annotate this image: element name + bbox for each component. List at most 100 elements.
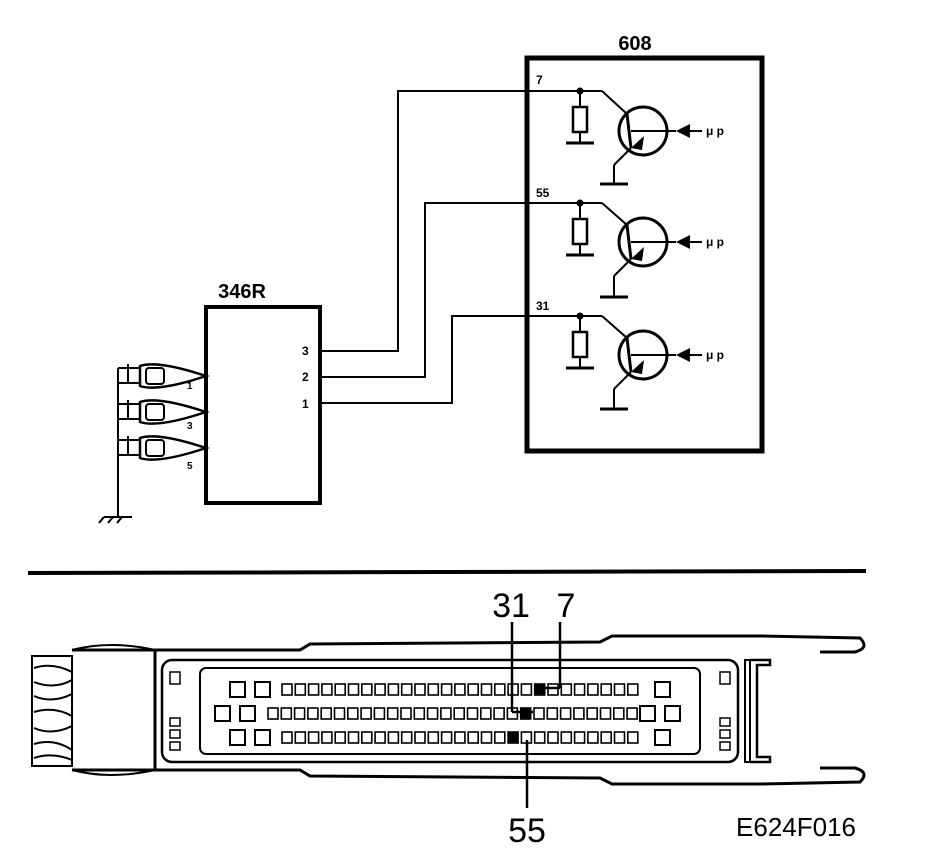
connector-cavity (334, 731, 347, 744)
section-divider (27, 569, 867, 575)
connector-cavity (334, 683, 347, 696)
sensor-pin-label-1: 1 (302, 397, 309, 411)
connector-cavity (360, 707, 372, 720)
connector-cavity (440, 731, 453, 744)
sensor-probes: 1 3 5 (98, 363, 210, 524)
connector-cavity (467, 683, 480, 696)
connector-cavity (479, 707, 492, 720)
connector-cavity (587, 683, 599, 696)
connector-cavity (333, 707, 346, 720)
connector-cavity (373, 707, 386, 720)
connector-cavity (466, 707, 479, 720)
connector-cavity (346, 707, 359, 720)
connector-cavity (386, 707, 399, 720)
connector-cavity (493, 731, 506, 744)
figure-code: E624F016 (736, 812, 856, 842)
connector-cavity (321, 683, 333, 696)
connector-cavity (480, 683, 493, 696)
sensor-box (204, 305, 322, 505)
connector-cavity (599, 707, 612, 720)
wire-pin55 (320, 202, 580, 378)
sensor-box-label: 346R (218, 281, 266, 303)
connector-cavity (467, 731, 480, 744)
connector-cavity (440, 707, 452, 720)
ecu-input-label-7: μ p (706, 124, 724, 138)
connector-cavity (267, 707, 279, 720)
connector-cavity (347, 731, 360, 744)
connector-cavity (360, 731, 373, 744)
connector-cavity (427, 683, 440, 696)
connector-cavity (294, 683, 307, 696)
connector-cavity (493, 707, 505, 720)
connector-cavity (374, 731, 386, 744)
ecu-box (524, 55, 765, 454)
connector-cavity (600, 683, 613, 696)
connector-cavity (480, 731, 493, 744)
connector-cavity (427, 731, 440, 744)
connector-cavity (587, 731, 599, 744)
connector-cavity (560, 731, 573, 744)
connector-cavity (413, 707, 426, 720)
connector-cavity (573, 731, 586, 744)
connector-cavity (600, 731, 613, 744)
connector-cavity (294, 731, 307, 744)
ecu-pin-label-7: 7 (536, 73, 543, 87)
connector-cavity (626, 731, 639, 744)
connector-cavity (547, 683, 559, 696)
connector-cavity (613, 683, 626, 696)
ecu-input-label-55: μ p (706, 235, 724, 249)
connector-cavity (454, 683, 466, 696)
connector-cavity (426, 707, 439, 720)
connector-callout-7: 7 (557, 587, 576, 625)
connector-cavity (533, 707, 545, 720)
connector-cavity (387, 683, 400, 696)
probe-number-3: 3 (187, 421, 193, 432)
connector-cavity (454, 731, 466, 744)
connector-cavity (573, 683, 586, 696)
connector-cavity (414, 683, 426, 696)
connector-cavity (507, 731, 519, 744)
connector-cavity (321, 731, 333, 744)
transistor-stage-55: μ p (566, 199, 724, 299)
probe-number-5: 5 (187, 461, 193, 472)
connector-cavity (360, 683, 373, 696)
sensor-pin-label-3: 3 (302, 344, 309, 358)
connector-cavity (612, 707, 625, 720)
wire-pin7 (320, 90, 580, 352)
connector-cavity (493, 683, 506, 696)
connector-cavity (626, 683, 639, 696)
connector-cavity (560, 683, 573, 696)
connector-cavity (559, 707, 572, 720)
ecu-box-label: 608 (618, 33, 651, 55)
connector-cavity (626, 707, 638, 720)
sensor-pin-label-2: 2 (302, 370, 309, 384)
ecu-input-label-31: μ p (706, 348, 724, 362)
connector-cavity (307, 707, 319, 720)
connector-cavity (586, 707, 599, 720)
connector-cavity (320, 707, 333, 720)
ecu-pin-label-55: 55 (536, 186, 550, 200)
connector-cavity (533, 731, 546, 744)
connector-cavity (519, 707, 532, 720)
ecu-pin-label-31: 31 (536, 299, 550, 313)
connector-cavity (400, 707, 412, 720)
connector-cavity (400, 683, 413, 696)
connector-cavity (533, 683, 546, 696)
connector-cavity (414, 731, 426, 744)
transistor-stage-7: μ p (566, 87, 724, 186)
connector-cavity (547, 731, 559, 744)
connector-cavity (613, 731, 626, 744)
connector-cavity (307, 731, 320, 744)
connector-cavity (281, 683, 293, 696)
pin-rows (267, 683, 639, 744)
connector-cavity (307, 683, 320, 696)
connector-cavity (573, 707, 585, 720)
connector-cavity (374, 683, 386, 696)
connector-cavity (520, 683, 533, 696)
connector-cavity (453, 707, 466, 720)
connector-cavity (347, 683, 360, 696)
connector-cavity (387, 731, 400, 744)
connector-callout-31: 31 (492, 587, 530, 625)
connector-cavity (546, 707, 559, 720)
